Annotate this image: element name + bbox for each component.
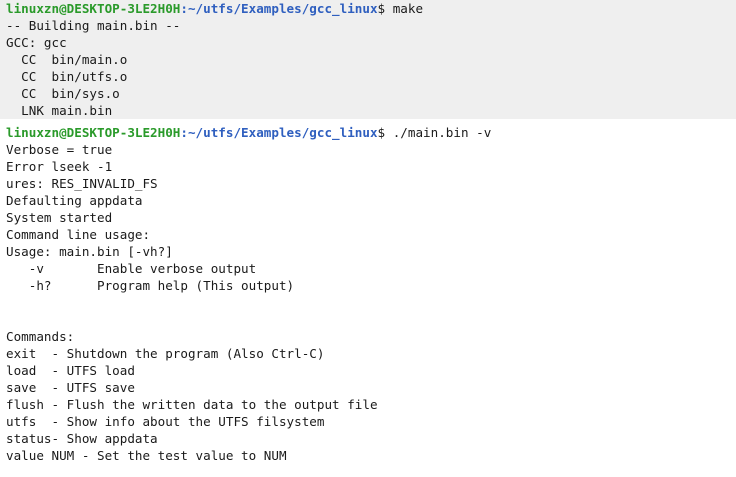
- output-line: value NUM - Set the test value to NUM: [6, 448, 287, 463]
- output-line: flush - Flush the written data to the ou…: [6, 397, 378, 412]
- output-line: -- Building main.bin --: [0, 17, 736, 34]
- prompt-user: linuxzn@DESKTOP-3LE2H0H: [6, 1, 181, 16]
- output-line: [6, 294, 736, 311]
- output-line: CC bin/utfs.o: [0, 68, 736, 85]
- output-line: Commands:: [6, 329, 75, 344]
- output-line: Defaulting appdata: [6, 193, 143, 208]
- output-line: ures: RES_INVALID_FS: [6, 176, 158, 191]
- output-line: exit - Shutdown the program (Also Ctrl-C…: [6, 346, 325, 361]
- output-line: status- Show appdata: [6, 431, 158, 446]
- prompt-line-run: linuxzn@DESKTOP-3LE2H0H:~/utfs/Examples/…: [6, 124, 736, 141]
- output-line: Error lseek -1: [6, 159, 113, 174]
- prompt-user: linuxzn@DESKTOP-3LE2H0H: [6, 125, 181, 140]
- output-line: -v Enable verbose output: [6, 261, 257, 276]
- output-line: Usage: main.bin [-vh?]: [6, 244, 173, 259]
- output-line: LNK main.bin: [0, 102, 736, 119]
- output-line: Command line usage:: [6, 227, 151, 242]
- output-line: CC bin/main.o: [0, 51, 736, 68]
- output-line: utfs - Show info about the UTFS filsyste…: [6, 414, 325, 429]
- build-block: linuxzn@DESKTOP-3LE2H0H:~/utfs/Examples/…: [0, 0, 736, 119]
- output-line: Verbose = true: [6, 142, 113, 157]
- prompt-symbol: $: [377, 1, 386, 16]
- command-run: ./main.bin -v: [392, 125, 492, 140]
- command-make: make: [392, 1, 424, 16]
- prompt-path: :~/utfs/Examples/gcc_linux: [180, 125, 378, 140]
- prompt-line-make: linuxzn@DESKTOP-3LE2H0H:~/utfs/Examples/…: [0, 0, 736, 17]
- output-line: CC bin/sys.o: [0, 85, 736, 102]
- output-line: System started: [6, 210, 113, 225]
- prompt-path: :~/utfs/Examples/gcc_linux: [180, 1, 378, 16]
- run-block: linuxzn@DESKTOP-3LE2H0H:~/utfs/Examples/…: [6, 124, 736, 464]
- output-line: -h? Program help (This output): [6, 278, 295, 293]
- output-line: save - UTFS save: [6, 380, 135, 395]
- output-line: load - UTFS load: [6, 363, 135, 378]
- output-line: GCC: gcc: [0, 34, 736, 51]
- output-line: [6, 311, 736, 328]
- prompt-symbol: $: [377, 125, 386, 140]
